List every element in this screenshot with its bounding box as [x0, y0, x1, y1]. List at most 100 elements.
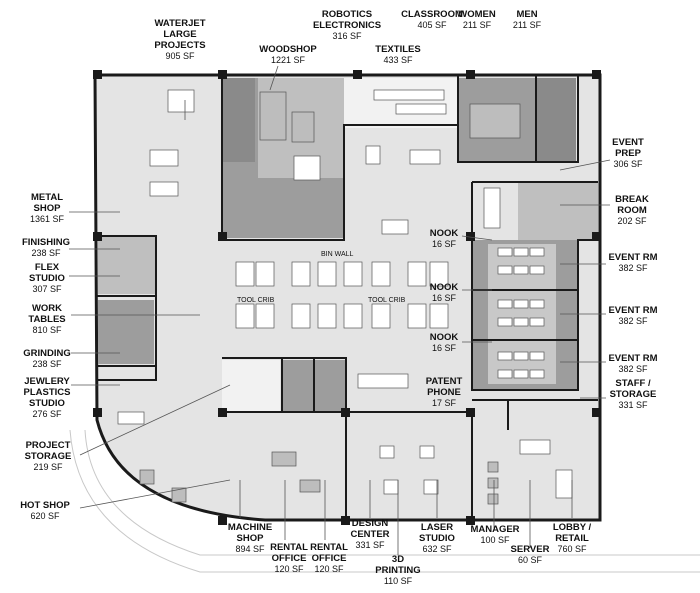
room-name-line: DESIGN [352, 518, 389, 529]
room-area: 219 SF [33, 462, 63, 472]
room-name-line: SHOP [34, 203, 62, 214]
plan-labels: TOOL CRIB TOOL CRIB BIN WALL [237, 251, 406, 304]
room-area: 211 SF [463, 20, 492, 30]
event-room-tables [497, 247, 545, 379]
room-name-line: ROOM [617, 205, 647, 216]
room-area: 331 SF [618, 400, 648, 410]
room-name-line: PROJECT [26, 440, 71, 451]
room-name-line: MACHINE [228, 522, 272, 533]
tool-crib-left-label: TOOL CRIB [237, 297, 275, 304]
room-area: 620 SF [30, 511, 60, 521]
room-name-line: STORAGE [610, 389, 657, 400]
room-area: 382 SF [618, 364, 648, 374]
room-area: 100 SF [480, 535, 510, 545]
room-name-line: OFFICE [272, 553, 307, 564]
waterjet-stair-fill [222, 78, 255, 162]
room-area: 120 SF [274, 564, 304, 574]
room-name-line: LOBBY / [553, 522, 592, 533]
room-name-line: ELECTRONICS [313, 20, 381, 31]
room-name-line: SERVER [511, 544, 550, 555]
room-area: 905 SF [165, 51, 195, 61]
room-area: 331 SF [355, 540, 385, 550]
room-name-line: MANAGER [470, 524, 519, 535]
room-area: 316 SF [332, 31, 362, 41]
room-name-line: PATENT [426, 376, 463, 387]
room-name-line: RETAIL [555, 533, 589, 544]
tool-crib-right-label: TOOL CRIB [368, 297, 406, 304]
room-name-line: OFFICE [312, 553, 347, 564]
room-name-line: STAFF / [615, 378, 651, 389]
room-area: 632 SF [422, 544, 452, 554]
break-room-fill [518, 182, 598, 240]
room-name-line: BREAK [615, 194, 649, 205]
room-area: 306 SF [613, 159, 643, 169]
room-name-line: EVENT [612, 137, 644, 148]
room-name-line: PHONE [427, 387, 461, 398]
room-name-line: PREP [615, 148, 642, 159]
shop-equipment [117, 89, 573, 505]
room-name-line: WATERJET [154, 18, 205, 29]
room-name-line: EVENT RM [608, 353, 657, 364]
room-name-line: NOOK [430, 332, 459, 343]
restroom-men-fill [536, 78, 576, 162]
room-area: 16 SF [432, 239, 457, 249]
structural-columns [93, 70, 601, 525]
room-name-line: NOOK [430, 228, 459, 239]
room-name-line: WOODSHOP [259, 44, 317, 55]
room-name-line: METAL [31, 192, 63, 203]
room-name-line: EVENT RM [608, 305, 657, 316]
room-area: 1361 SF [30, 214, 65, 224]
room-name-line: EVENT RM [608, 252, 657, 263]
room-name-line: LASER [421, 522, 453, 533]
room-name-line: PRINTING [375, 565, 420, 576]
room-name-line: JEWLERY [24, 376, 70, 387]
room-name-line: HOT SHOP [20, 500, 70, 511]
room-area: 211 SF [513, 20, 542, 30]
room-area: 382 SF [618, 263, 648, 273]
room-area: 405 SF [417, 20, 447, 30]
room-area: 760 SF [557, 544, 587, 554]
room-name-line: TABLES [28, 314, 65, 325]
room-name-line: FLEX [35, 262, 60, 273]
robotics-fill [344, 78, 458, 128]
bin-wall-label: BIN WALL [321, 251, 354, 258]
leader-lines [69, 65, 611, 555]
machine-stair-fill [222, 360, 280, 412]
room-name-line: STUDIO [419, 533, 455, 544]
room-area: 894 SF [235, 544, 265, 554]
room-name-line: STORAGE [25, 451, 72, 462]
room-area: 16 SF [432, 343, 457, 353]
room-name-line: RENTAL [270, 542, 308, 553]
room-name-line: PLASTICS [24, 387, 71, 398]
room-name-line: CENTER [350, 529, 389, 540]
room-area: 307 SF [32, 284, 62, 294]
room-area: 16 SF [432, 293, 457, 303]
room-name-line: TEXTILES [375, 44, 420, 55]
